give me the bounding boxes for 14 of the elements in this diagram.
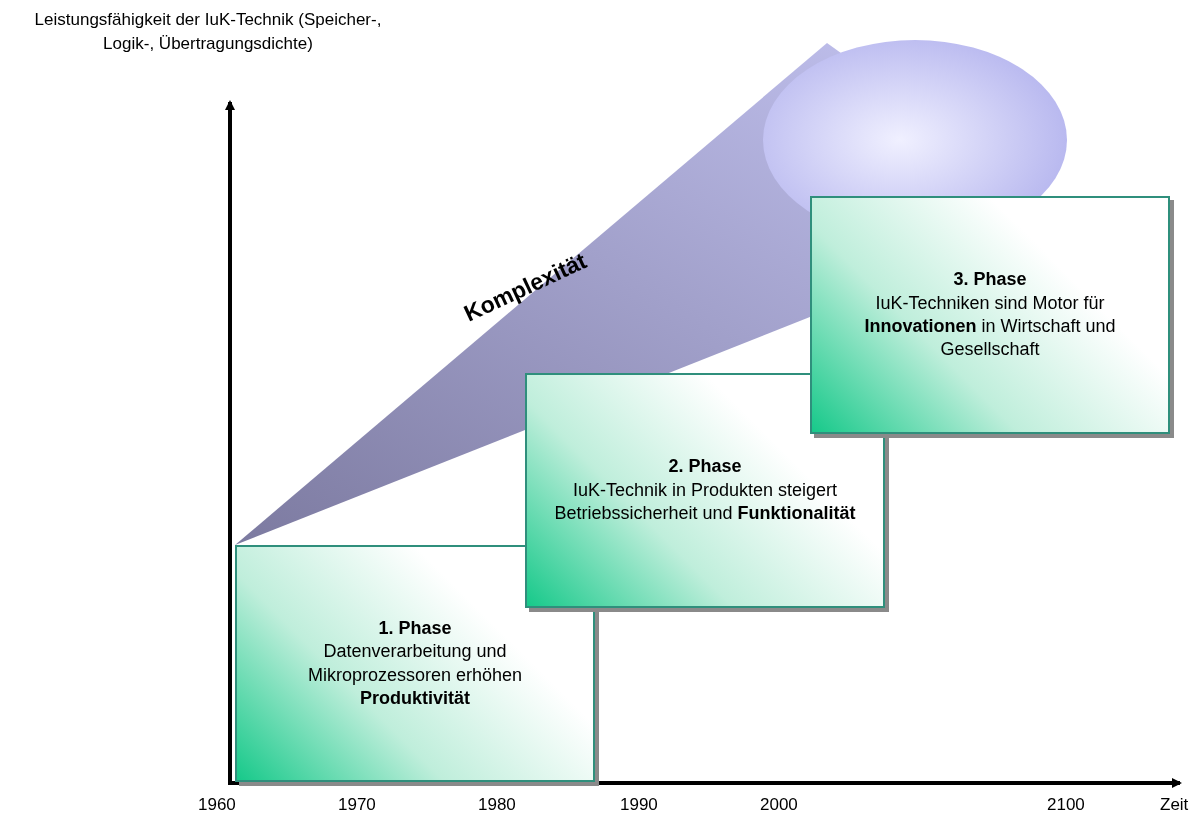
phase-description: IuK-Techniken sind Motor für Innovationen in Wirtschaft und Gesellschaft xyxy=(863,291,1117,362)
tick-label: 2100 xyxy=(1047,795,1085,815)
tick-label: 2000 xyxy=(760,795,798,815)
phase-title: 1. Phase xyxy=(378,616,452,640)
phase-description: Datenverarbeitung und Mikroprozessoren erhöhen Produktivität xyxy=(306,640,524,710)
phase-title: 3. Phase xyxy=(953,268,1027,292)
tick-label: 1960 xyxy=(198,795,236,815)
axis-title: Zeit xyxy=(1160,795,1189,815)
phase-description: IuK-Technik in Produkten steigert Betriebssicherheit und Funktionalität xyxy=(553,478,857,526)
tick-label: 1990 xyxy=(620,795,658,815)
tick-label: 1970 xyxy=(338,795,376,815)
tick-label: 1980 xyxy=(478,795,516,815)
axis-title: Leistungsfähigkeit der IuK-Technik (Speicher-, Logik-, Übertragungsdichte) xyxy=(33,9,383,55)
phase-title: 2. Phase xyxy=(668,455,742,479)
